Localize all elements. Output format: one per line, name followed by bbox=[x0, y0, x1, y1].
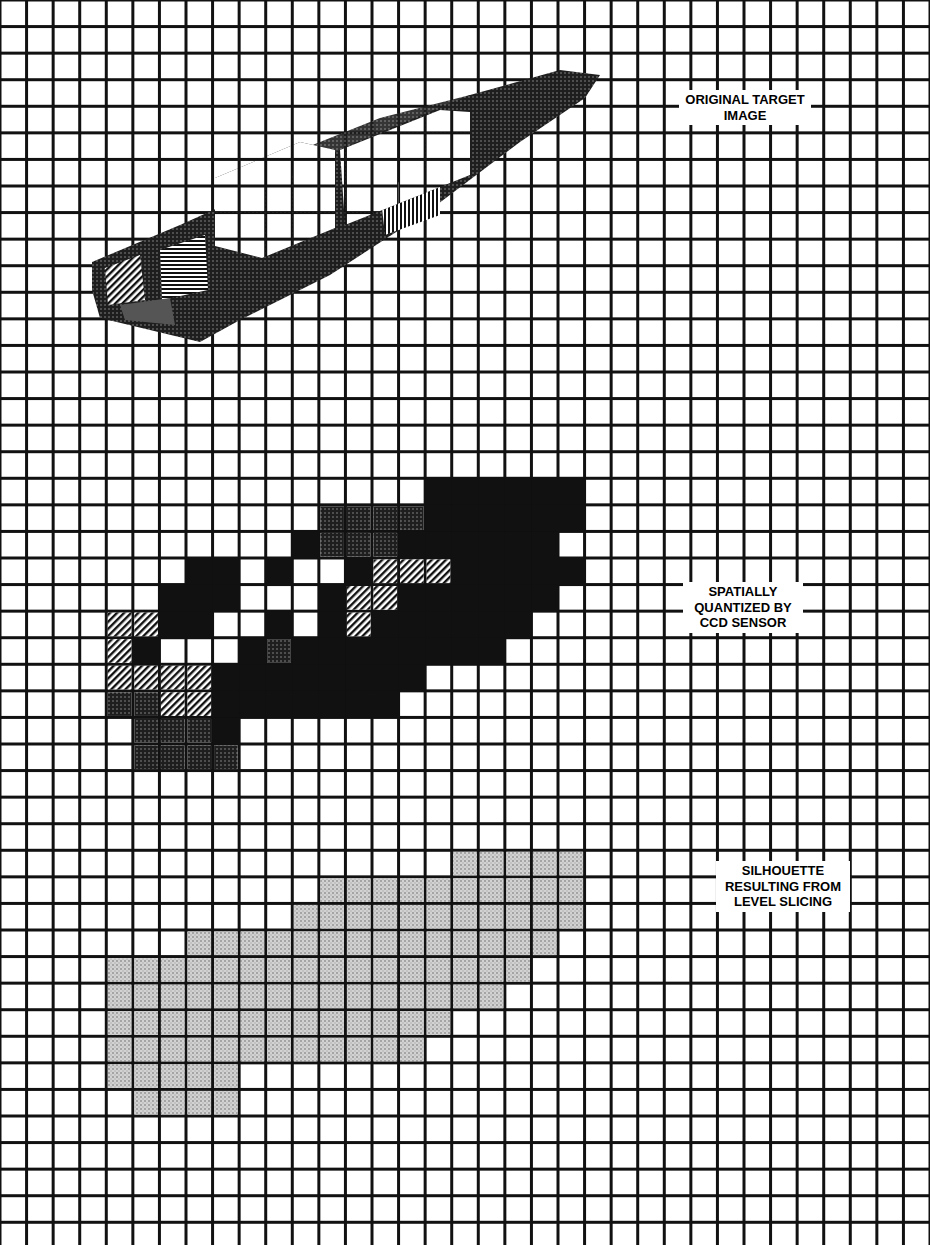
caption-label: SILHOUETTE RESULTING FROM LEVEL SLICING bbox=[716, 861, 850, 912]
caption-label: ORIGINAL TARGET IMAGE bbox=[679, 90, 811, 125]
caption-label: SPATIALLY QUANTIZED BY CCD SENSOR bbox=[683, 582, 803, 633]
silhouette-cells bbox=[108, 852, 583, 1115]
quantized-cells bbox=[108, 478, 585, 769]
boat-image bbox=[92, 70, 600, 342]
